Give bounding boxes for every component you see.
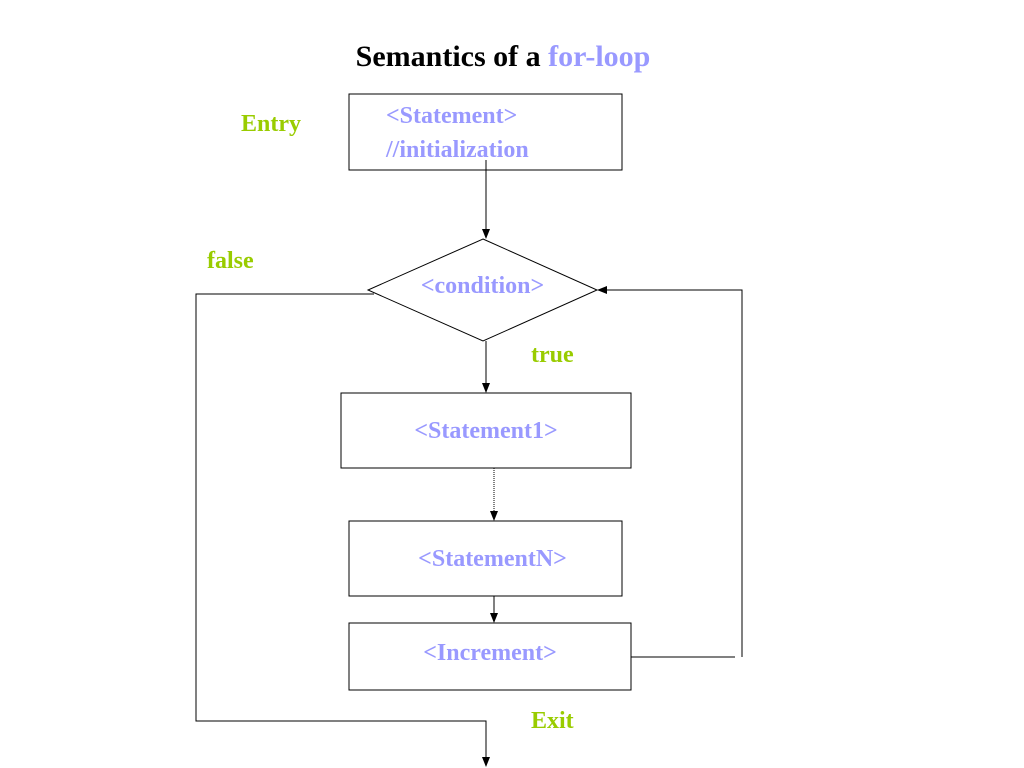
increment-text: <Increment> [423,640,557,666]
true-label: true [531,342,574,368]
diagram-title: Semantics of a for-loop [0,40,1006,74]
title-highlight: for-loop [548,40,651,73]
exit-label: Exit [531,708,574,734]
statement1-box [340,392,632,469]
false-label: false [207,248,254,274]
condition-diamond [366,238,599,342]
statementN-text: <StatementN> [418,546,567,572]
entry-label: Entry [241,111,301,137]
statementN-box [348,520,623,597]
title-prefix: Semantics of a [355,40,541,73]
init-comment-text: //initialization [386,137,529,163]
arrow-false-to-exit [195,293,490,767]
statement1-text: <Statement1> [414,418,558,444]
init-statement-text: <Statement> [386,103,518,129]
arrow-loop-back-to-condition [597,286,743,657]
condition-text: <condition> [420,273,545,299]
